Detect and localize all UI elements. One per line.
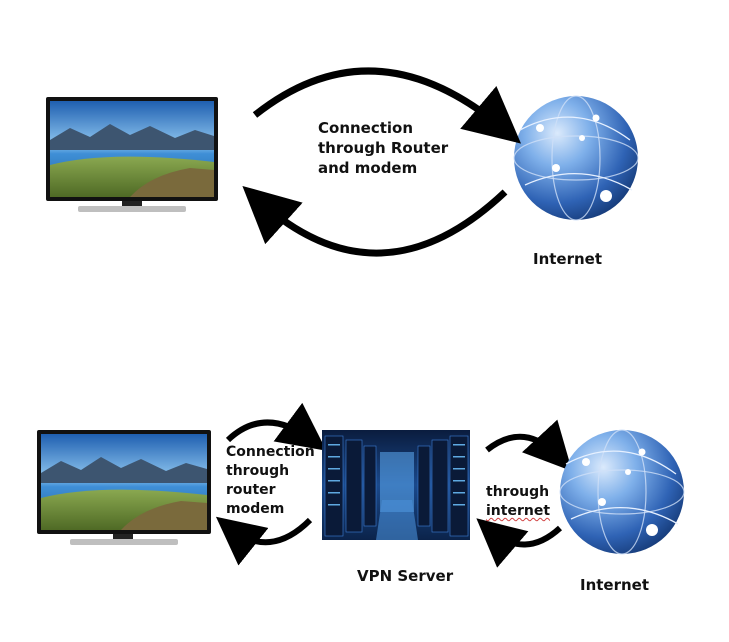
label-line: and modem (318, 159, 418, 177)
download-arrow (215, 516, 313, 566)
label-line: modem (226, 501, 285, 517)
vpn-server-label: VPN Server (357, 567, 454, 585)
label-line: through (226, 463, 290, 479)
bottom-internet-label: Internet (580, 576, 650, 594)
top-internet-label: Internet (533, 250, 603, 268)
globe-icon (559, 429, 685, 555)
label-line: router (226, 482, 276, 498)
tv-icon (46, 97, 218, 212)
label-line: through Router (318, 139, 449, 157)
upload-arrow (225, 402, 327, 451)
upload-arrow (485, 419, 573, 472)
tv-icon (37, 430, 211, 545)
top-connection-label: Connection through Router and modem (318, 118, 448, 178)
download-arrow (476, 518, 563, 568)
through-internet-label: through internet (486, 483, 550, 521)
label-line: through (486, 484, 550, 500)
download-arrow (242, 185, 508, 257)
upload-arrow (252, 67, 522, 144)
server-room-image (322, 430, 470, 540)
label-line: Connection (226, 444, 315, 460)
bottom-connection-label: Connection through router modem (226, 443, 315, 519)
label-line: Connection (318, 119, 414, 137)
label-line: internet (486, 503, 551, 519)
globe-icon (513, 95, 639, 221)
